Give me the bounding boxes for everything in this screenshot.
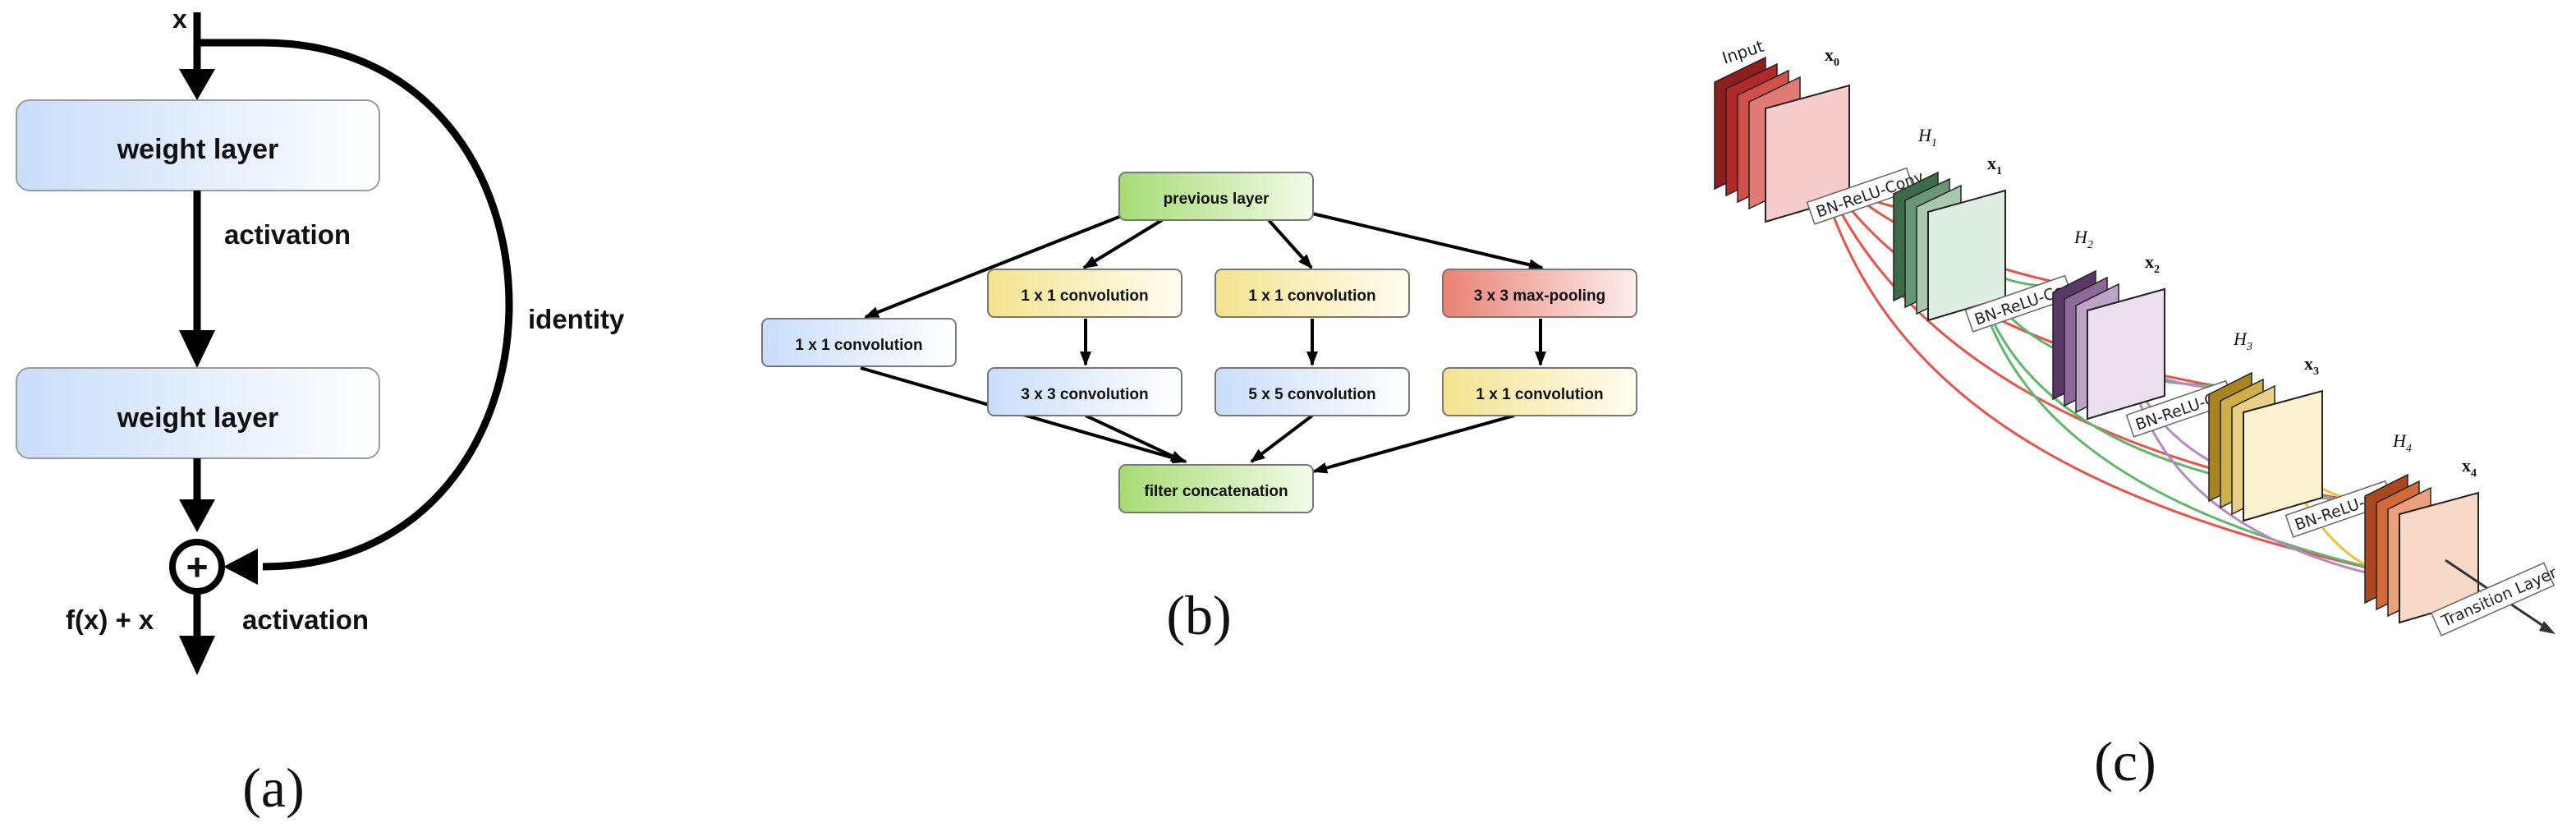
h4-stack [2364,473,2479,624]
previous-layer-label: previous layer [1164,191,1270,208]
output-arrowhead [179,636,215,675]
h2-label: H2 [2073,227,2093,251]
conv1x1-right-box [1442,367,1637,416]
weight-layer-2-label: weight layer [117,402,279,434]
activation-1-label: activation [224,219,351,250]
x2-label: x2 [2145,251,2160,276]
conv1x1-mid1-label: 1 x 1 convolution [1021,287,1148,305]
x0-label: x0 [1825,44,1839,69]
link-x0-to-transition [1813,155,2489,595]
panel-a: x weight layer activation weight layer i… [16,4,625,819]
activation-2-label: activation [242,604,369,635]
activation-arrowhead [179,330,215,368]
conv1x1-mid2-label: 1 x 1 convolution [1248,287,1375,305]
previous-layer-box [1118,172,1314,221]
caption-a: (a) [242,756,304,819]
transition-arrowhead [2539,621,2555,634]
conv1x1-left-label: 1 x 1 convolution [795,337,922,354]
maxpool-label: 3 x 3 max-pooling [1474,287,1605,305]
arrow-prev-to-conv1x1-mid1 [1082,218,1164,269]
conv1x1-left-box [761,318,957,367]
h2-stack [2052,269,2165,421]
input-stack [1714,56,1850,223]
caption-c: (c) [2094,730,2156,793]
identity-skip-path [197,39,513,571]
filter-concat-label: filter concatenation [1144,483,1288,500]
weight-layer-1-label: weight layer [117,134,279,165]
h1-label: H1 [1917,125,1937,149]
h1-stack [1893,171,2006,322]
arrow-prev-to-conv1x1-mid2 [1267,218,1313,269]
x3-label: x3 [2304,353,2319,378]
conv1x1-mid1-box [987,269,1182,318]
conv3x3-label: 3 x 3 convolution [1021,386,1148,403]
panel-c: Input x0 BN-ReLU-Conv H1 x1 BN-ReLU-Conv [1714,36,2560,793]
arrow-prev-to-maxpool [1311,212,1544,271]
identity-label: identity [528,304,625,334]
x4-label: x4 [2462,455,2477,480]
conv1x1-right-label: 1 x 1 convolution [1476,386,1603,403]
arrow-conv3x3-to-concat [1085,414,1186,463]
conv5x5-label: 5 x 5 convolution [1248,386,1375,403]
conv3x3-box [987,367,1182,416]
h4-label: H4 [2392,430,2412,455]
filter-concat-box [1118,464,1314,513]
h3-label: H3 [2233,329,2252,353]
conv5x5-box [1215,367,1410,416]
output-label: f(x) + x [66,604,154,635]
input-arrowhead [179,69,215,100]
conv1x1-mid2-box [1215,269,1410,318]
maxpool-box [1442,269,1637,318]
identity-arrowhead [223,549,258,585]
input-x-label: x [172,4,187,34]
panel-b: previous layer 1 x 1 convolution 1 x 1 c… [761,172,1637,646]
arrow-conv5x5-to-concat [1250,414,1314,463]
arrow-prev-to-conv1x1-left [864,214,1124,319]
arrow-conv1x1-right-to-concat [1312,414,1515,474]
h3-stack [2208,371,2323,522]
sum-symbol: + [186,545,209,588]
caption-b: (b) [1166,584,1231,646]
x1-label: x1 [1987,153,2002,177]
to-sum-arrowhead [179,499,215,532]
